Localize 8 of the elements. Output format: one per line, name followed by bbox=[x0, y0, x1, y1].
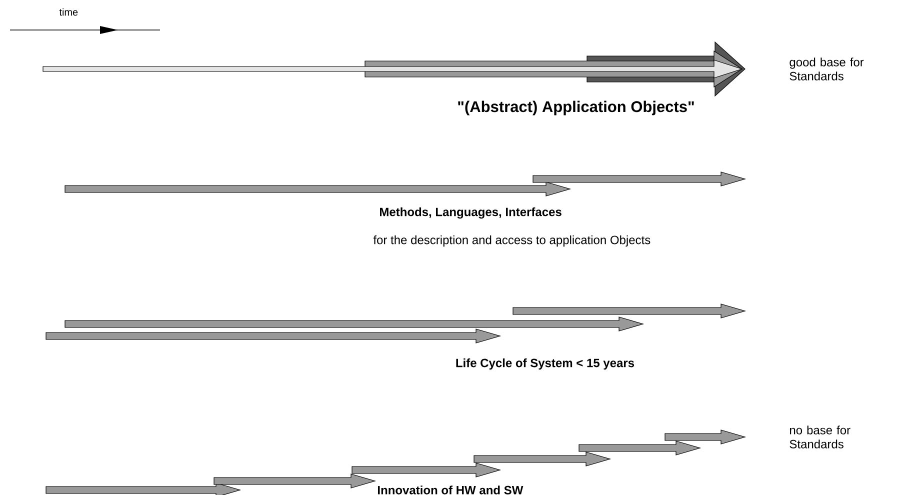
text-label: time bbox=[59, 8, 78, 16]
text-label: "(Abstract) Application Objects" bbox=[458, 100, 694, 116]
text-label: Innovation of HW and SW bbox=[378, 486, 524, 494]
text-label: good base for Standards bbox=[790, 58, 864, 80]
text-label: Life Cycle of System < 15 years bbox=[456, 358, 634, 370]
text-label: Methods, Languages, Interfaces bbox=[380, 207, 562, 219]
text-label: no base for Standards bbox=[790, 426, 850, 448]
text-label: for the description and access to application Objects bbox=[373, 235, 650, 247]
